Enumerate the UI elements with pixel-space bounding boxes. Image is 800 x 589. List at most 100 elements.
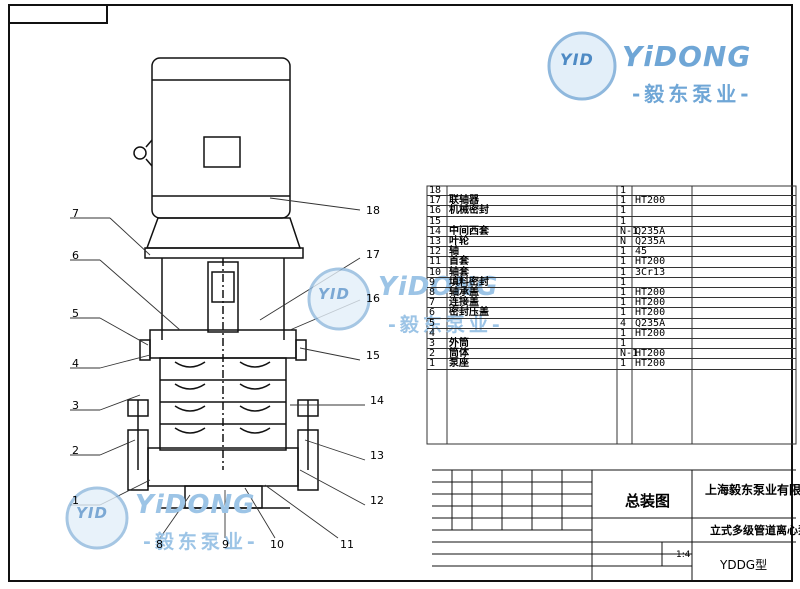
bom-item-number: 6 (429, 307, 436, 319)
bom-quantity: N-1 (620, 348, 639, 360)
callout-7: 7 (72, 207, 79, 220)
callout-11: 11 (340, 538, 354, 551)
bom-item-number: 12 (429, 246, 442, 258)
bom-part-name: 中间西套 (449, 225, 489, 237)
drawing-frame (8, 4, 793, 582)
bom-material: HT200 (635, 327, 666, 339)
bom-part-name: 轴 (449, 246, 459, 258)
watermark-brand-cn-3: -毅东泵业- (143, 531, 259, 553)
bom-part-name: 筒体 (449, 348, 469, 360)
bom-item-number: 15 (429, 215, 442, 227)
bom-item-number: 17 (429, 195, 442, 207)
watermark-badge-label: YID (318, 285, 350, 303)
bom-quantity: 4 (620, 317, 627, 329)
bom-quantity: 1 (620, 297, 627, 309)
watermark-brand-cn-2: -毅东泵业- (388, 314, 504, 336)
leader-lines (70, 197, 366, 539)
callout-9: 9 (222, 538, 229, 551)
bom-row: 5 4 Q235A (427, 317, 796, 329)
bom-quantity: 1 (620, 195, 627, 207)
bom-row: 12 轴 1 45 (427, 246, 796, 258)
bom-item-number: 18 (429, 185, 442, 196)
bom-material: 3Cr13 (635, 266, 666, 278)
bom-quantity: 1 (620, 358, 627, 370)
bom-material: Q235A (635, 317, 666, 329)
motor-housing (151, 57, 291, 219)
bom-item-number: 9 (429, 276, 436, 288)
bom-part-name: 轴承盖 (449, 287, 479, 298)
motor-lifting-lug (133, 146, 147, 160)
bom-item-number: 11 (429, 256, 442, 268)
bom-item-number: 1 (429, 358, 436, 370)
bom-material: HT200 (635, 256, 666, 268)
callout-8: 8 (156, 538, 163, 551)
frame-corner-box (8, 4, 108, 24)
bom-quantity: 1 (620, 307, 627, 319)
bom-material: 45 (635, 246, 648, 258)
pump-outline (127, 57, 319, 509)
bom-part-name: 轴套 (449, 266, 469, 278)
watermark-badge-text-1: YID (560, 50, 594, 69)
bom-material: HT200 (635, 287, 666, 298)
bom-material: HT200 (635, 307, 666, 319)
bom-quantity: 1 (620, 185, 627, 196)
bom-row: 18 1 (427, 185, 796, 197)
callout-14: 14 (370, 394, 384, 407)
watermark-brand-en-1: YiDONG (622, 40, 752, 73)
bom-material: HT200 (635, 358, 666, 370)
callout-13: 13 (370, 449, 384, 462)
bom-part-name: 联轴器 (449, 195, 479, 207)
bom-quantity: 1 (620, 246, 627, 258)
callout-2: 2 (72, 444, 79, 457)
callout-10: 10 (270, 538, 284, 551)
bom-item-number: 16 (429, 205, 442, 217)
bom-part-name: 首套 (449, 256, 469, 268)
bom-material: HT200 (635, 297, 666, 309)
callout-17: 17 (366, 248, 380, 261)
bom-item-number: 7 (429, 297, 436, 309)
bom-quantity: N (620, 236, 627, 247)
watermark-badge-text-3: YID (76, 503, 108, 522)
stage-casing (159, 357, 287, 451)
product-name: 立式多级管道离心泵 (710, 524, 800, 537)
bom-quantity: 1 (620, 276, 627, 288)
bom-quantity: 1 (620, 287, 627, 298)
bom-part-name: 叶轮 (449, 236, 469, 247)
title-block-grid (432, 469, 796, 582)
watermark-brand-en-3: YiDONG (135, 490, 256, 520)
bom-row: 13 叶轮 N Q235A (427, 236, 796, 248)
bom-quantity: N-1 (620, 225, 639, 237)
bom-item-number: 4 (429, 327, 436, 339)
bom-item-number: 5 (429, 317, 436, 329)
drawing-name: 总装图 (625, 492, 671, 510)
bom-grid (426, 185, 797, 445)
bom-item-number: 2 (429, 348, 436, 360)
bom-item-number: 13 (429, 236, 442, 247)
bom-item-number: 8 (429, 287, 436, 298)
bom-row: 11 首套 1 HT200 (427, 256, 796, 268)
motor-base-plate (144, 247, 304, 259)
callout-5: 5 (72, 307, 79, 320)
bom-item-number: 10 (429, 266, 442, 278)
bom-material: Q235A (635, 236, 666, 247)
bom-quantity: 1 (620, 256, 627, 268)
bom-part-name: 外筒 (449, 338, 469, 349)
bom-quantity: 1 (620, 205, 627, 217)
bom-row: 7 连接盖 1 HT200 (427, 297, 796, 309)
bom-part-name: 连接盖 (449, 297, 479, 309)
watermark-badge-label: YID (76, 504, 108, 522)
model-label: YDDG型 (720, 558, 768, 572)
callout-6: 6 (72, 249, 79, 262)
callout-3: 3 (72, 399, 79, 412)
bom-quantity: 1 (620, 215, 627, 227)
company-name: 上海毅东泵业有限公司 (705, 483, 800, 497)
bom-quantity: 1 (620, 266, 627, 278)
